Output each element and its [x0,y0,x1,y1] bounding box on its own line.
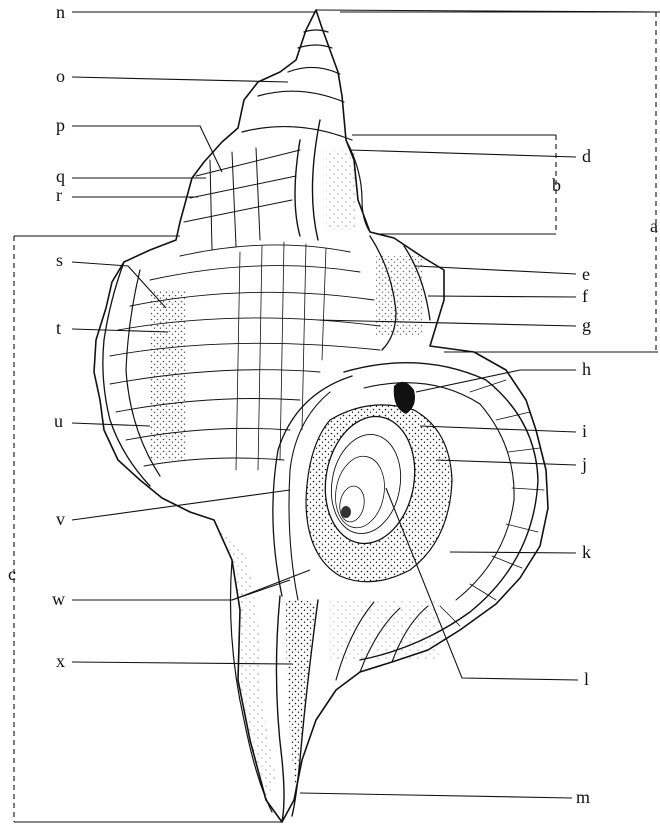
label-b: b [552,175,561,195]
label-c: c [8,564,16,584]
label-e: e [582,264,590,284]
label-i: i [582,421,587,441]
label-d: d [582,146,591,166]
shell-illustration [94,10,548,822]
labels: n o p q r s t u v w x c d e f g h i j k … [8,2,658,807]
label-t: t [56,318,61,338]
label-s: s [56,250,63,270]
label-g: g [582,315,591,335]
lower-lip-shading [330,600,440,660]
label-w: w [52,589,65,609]
label-h: h [582,359,591,379]
label-q: q [56,166,65,186]
right-varix-shading [376,256,422,336]
left-varix-shading [150,290,186,460]
label-p: p [56,115,65,135]
label-j: j [581,454,587,474]
label-x: x [56,651,65,671]
label-m: m [576,787,590,807]
label-u: u [54,411,63,431]
label-l: l [584,669,589,689]
label-n: n [56,2,65,22]
label-f: f [582,286,588,306]
label-v: v [56,509,65,529]
label-r: r [56,185,62,205]
label-k: k [582,542,591,562]
label-a: a [650,216,658,236]
label-o: o [56,66,65,86]
